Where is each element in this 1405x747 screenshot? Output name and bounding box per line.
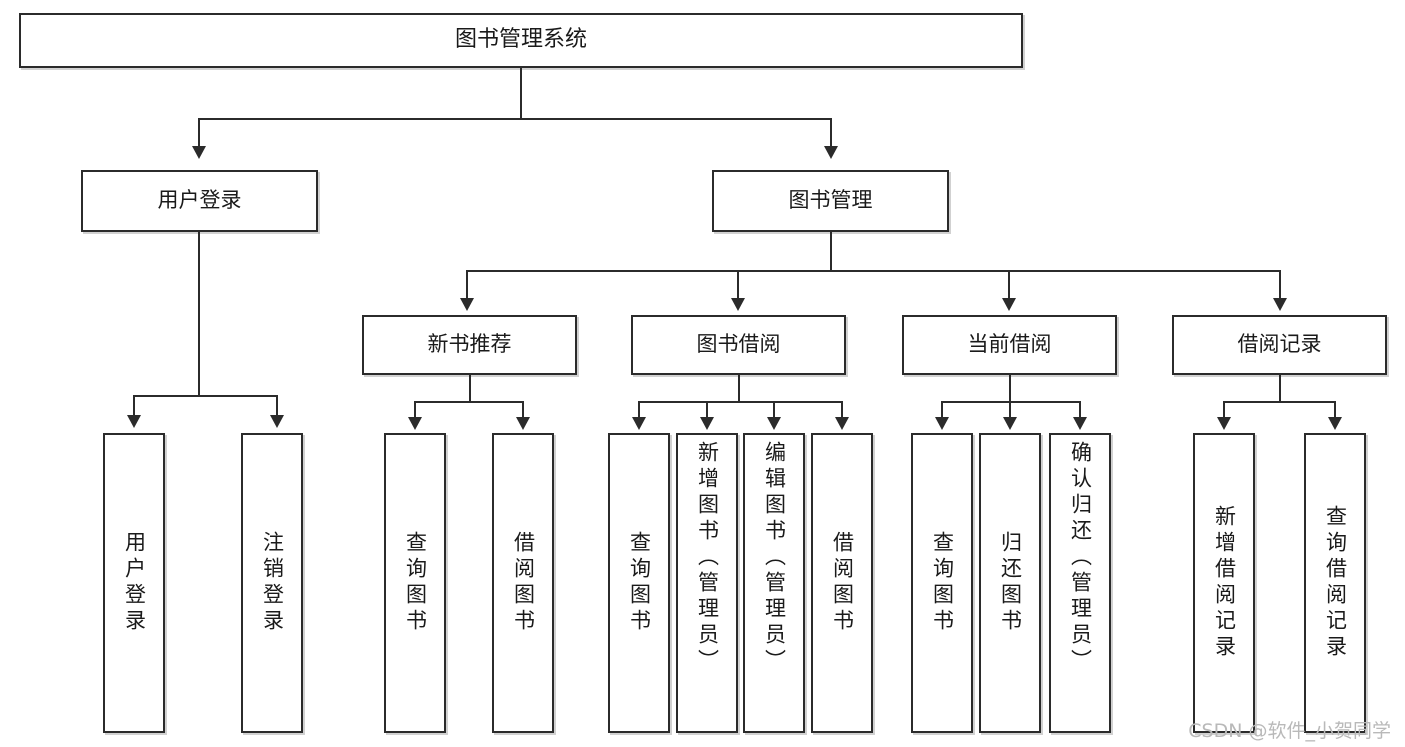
leaf-confirm-return-admin[interactable]: 确认归还（管理员）	[1049, 433, 1111, 733]
leaf-borrow-book[interactable]: 借阅图书	[811, 433, 873, 733]
connector-root-stem	[520, 68, 522, 118]
leaf-query-borrow-record[interactable]: 查询借阅记录	[1304, 433, 1366, 733]
connector-bb-to-leaf-3	[841, 401, 843, 419]
leaf-edit-book-admin[interactable]: 编辑图书（管理员）	[743, 433, 805, 733]
node-book-management-label: 图书管理	[788, 188, 873, 213]
connector-bb-to-leaf-1	[706, 401, 708, 419]
arrow-br-to-leaf-1	[1328, 417, 1342, 430]
connector-cb-to-leaf-0	[941, 401, 943, 419]
connector-new-book-to-leaf-0	[414, 401, 416, 419]
node-borrow-record-label: 借阅记录	[1237, 332, 1322, 357]
leaf-return-book[interactable]: 归还图书	[979, 433, 1041, 733]
leaf-borrow-book-recommend-label: 借阅图书	[511, 531, 536, 635]
connector-book-management-stem	[830, 232, 832, 272]
connector-borrow-record-stem	[1279, 375, 1281, 403]
node-root-label: 图书管理系统	[454, 27, 587, 53]
connector-bm-to-new-book	[466, 270, 468, 300]
connector-new-book-stem	[469, 375, 471, 403]
arrow-root-to-user-login	[192, 146, 206, 159]
node-new-book-recommend-label: 新书推荐	[427, 332, 512, 357]
node-user-login-label: 用户登录	[157, 188, 242, 213]
connector-current-borrow-stem	[1009, 375, 1011, 403]
connector-br-to-leaf-0	[1223, 401, 1225, 419]
connector-borrow-record-bus	[1223, 401, 1336, 403]
connector-bm-to-borrow-record	[1279, 270, 1281, 300]
arrow-bb-to-leaf-3	[835, 417, 849, 430]
leaf-add-book-admin-label: 新增图书（管理员）	[695, 441, 720, 675]
leaf-logout[interactable]: 注销登录	[241, 433, 303, 733]
leaf-query-book-recommend[interactable]: 查询图书	[384, 433, 446, 733]
arrow-user-login-to-leaf-1	[270, 415, 284, 428]
csdn-watermark: CSDN @软件_小贺同学	[1188, 720, 1391, 742]
node-root-library-system[interactable]: 图书管理系统	[19, 13, 1023, 68]
leaf-query-borrow-record-label: 查询借阅记录	[1323, 505, 1348, 661]
leaf-user-login[interactable]: 用户登录	[103, 433, 165, 733]
connector-user-login-to-leaf-1	[276, 395, 278, 417]
connector-book-management-bus	[466, 270, 1281, 272]
leaf-confirm-return-admin-label: 确认归还（管理员）	[1068, 441, 1093, 675]
leaf-query-book-borrow-label: 查询图书	[627, 531, 652, 635]
arrow-bm-to-book-borrow	[731, 298, 745, 311]
leaf-edit-book-admin-label: 编辑图书（管理员）	[762, 441, 787, 675]
node-current-borrow[interactable]: 当前借阅	[902, 315, 1117, 375]
connector-root-to-book-manage	[830, 118, 832, 148]
arrow-cb-to-leaf-1	[1003, 417, 1017, 430]
connector-user-login-bus	[133, 395, 278, 397]
arrow-new-book-to-leaf-0	[408, 417, 422, 430]
arrow-bb-to-leaf-2	[767, 417, 781, 430]
leaf-return-book-label: 归还图书	[998, 531, 1023, 635]
leaf-borrow-book-recommend[interactable]: 借阅图书	[492, 433, 554, 733]
arrow-cb-to-leaf-2	[1073, 417, 1087, 430]
node-borrow-record[interactable]: 借阅记录	[1172, 315, 1387, 375]
leaf-query-book-recommend-label: 查询图书	[403, 531, 428, 635]
connector-book-borrow-stem	[738, 375, 740, 403]
connector-user-login-stem	[198, 232, 200, 397]
leaf-borrow-book-label: 借阅图书	[830, 531, 855, 635]
node-book-borrow-label: 图书借阅	[696, 332, 781, 357]
node-book-management[interactable]: 图书管理	[712, 170, 949, 232]
connector-cb-to-leaf-1	[1009, 401, 1011, 419]
arrow-bm-to-current-borrow	[1002, 298, 1016, 311]
leaf-add-borrow-record-label: 新增借阅记录	[1212, 505, 1237, 661]
arrow-cb-to-leaf-0	[935, 417, 949, 430]
node-book-borrow[interactable]: 图书借阅	[631, 315, 846, 375]
connector-new-book-bus	[414, 401, 524, 403]
connector-bb-to-leaf-2	[773, 401, 775, 419]
node-user-login[interactable]: 用户登录	[81, 170, 318, 232]
arrow-bm-to-borrow-record	[1273, 298, 1287, 311]
leaf-query-book-current-label: 查询图书	[930, 531, 955, 635]
arrow-bb-to-leaf-1	[700, 417, 714, 430]
connector-new-book-to-leaf-1	[522, 401, 524, 419]
connector-cb-to-leaf-2	[1079, 401, 1081, 419]
connector-current-borrow-bus	[941, 401, 1081, 403]
leaf-query-book-current[interactable]: 查询图书	[911, 433, 973, 733]
node-new-book-recommend[interactable]: 新书推荐	[362, 315, 577, 375]
connector-user-login-to-leaf-0	[133, 395, 135, 417]
arrow-bm-to-new-book	[460, 298, 474, 311]
leaf-add-borrow-record[interactable]: 新增借阅记录	[1193, 433, 1255, 733]
connector-bm-to-book-borrow	[737, 270, 739, 300]
connector-book-borrow-bus	[638, 401, 843, 403]
node-current-borrow-label: 当前借阅	[967, 332, 1052, 357]
arrow-br-to-leaf-0	[1217, 417, 1231, 430]
connector-bb-to-leaf-0	[638, 401, 640, 419]
arrow-new-book-to-leaf-1	[516, 417, 530, 430]
arrow-user-login-to-leaf-0	[127, 415, 141, 428]
arrow-bb-to-leaf-0	[632, 417, 646, 430]
connector-bm-to-current-borrow	[1008, 270, 1010, 300]
leaf-logout-label: 注销登录	[260, 531, 285, 635]
leaf-query-book-borrow[interactable]: 查询图书	[608, 433, 670, 733]
connector-root-bus	[198, 118, 832, 120]
leaf-user-login-label: 用户登录	[122, 531, 147, 635]
arrow-root-to-book-manage	[824, 146, 838, 159]
connector-br-to-leaf-1	[1334, 401, 1336, 419]
leaf-add-book-admin[interactable]: 新增图书（管理员）	[676, 433, 738, 733]
connector-root-to-user-login	[198, 118, 200, 148]
